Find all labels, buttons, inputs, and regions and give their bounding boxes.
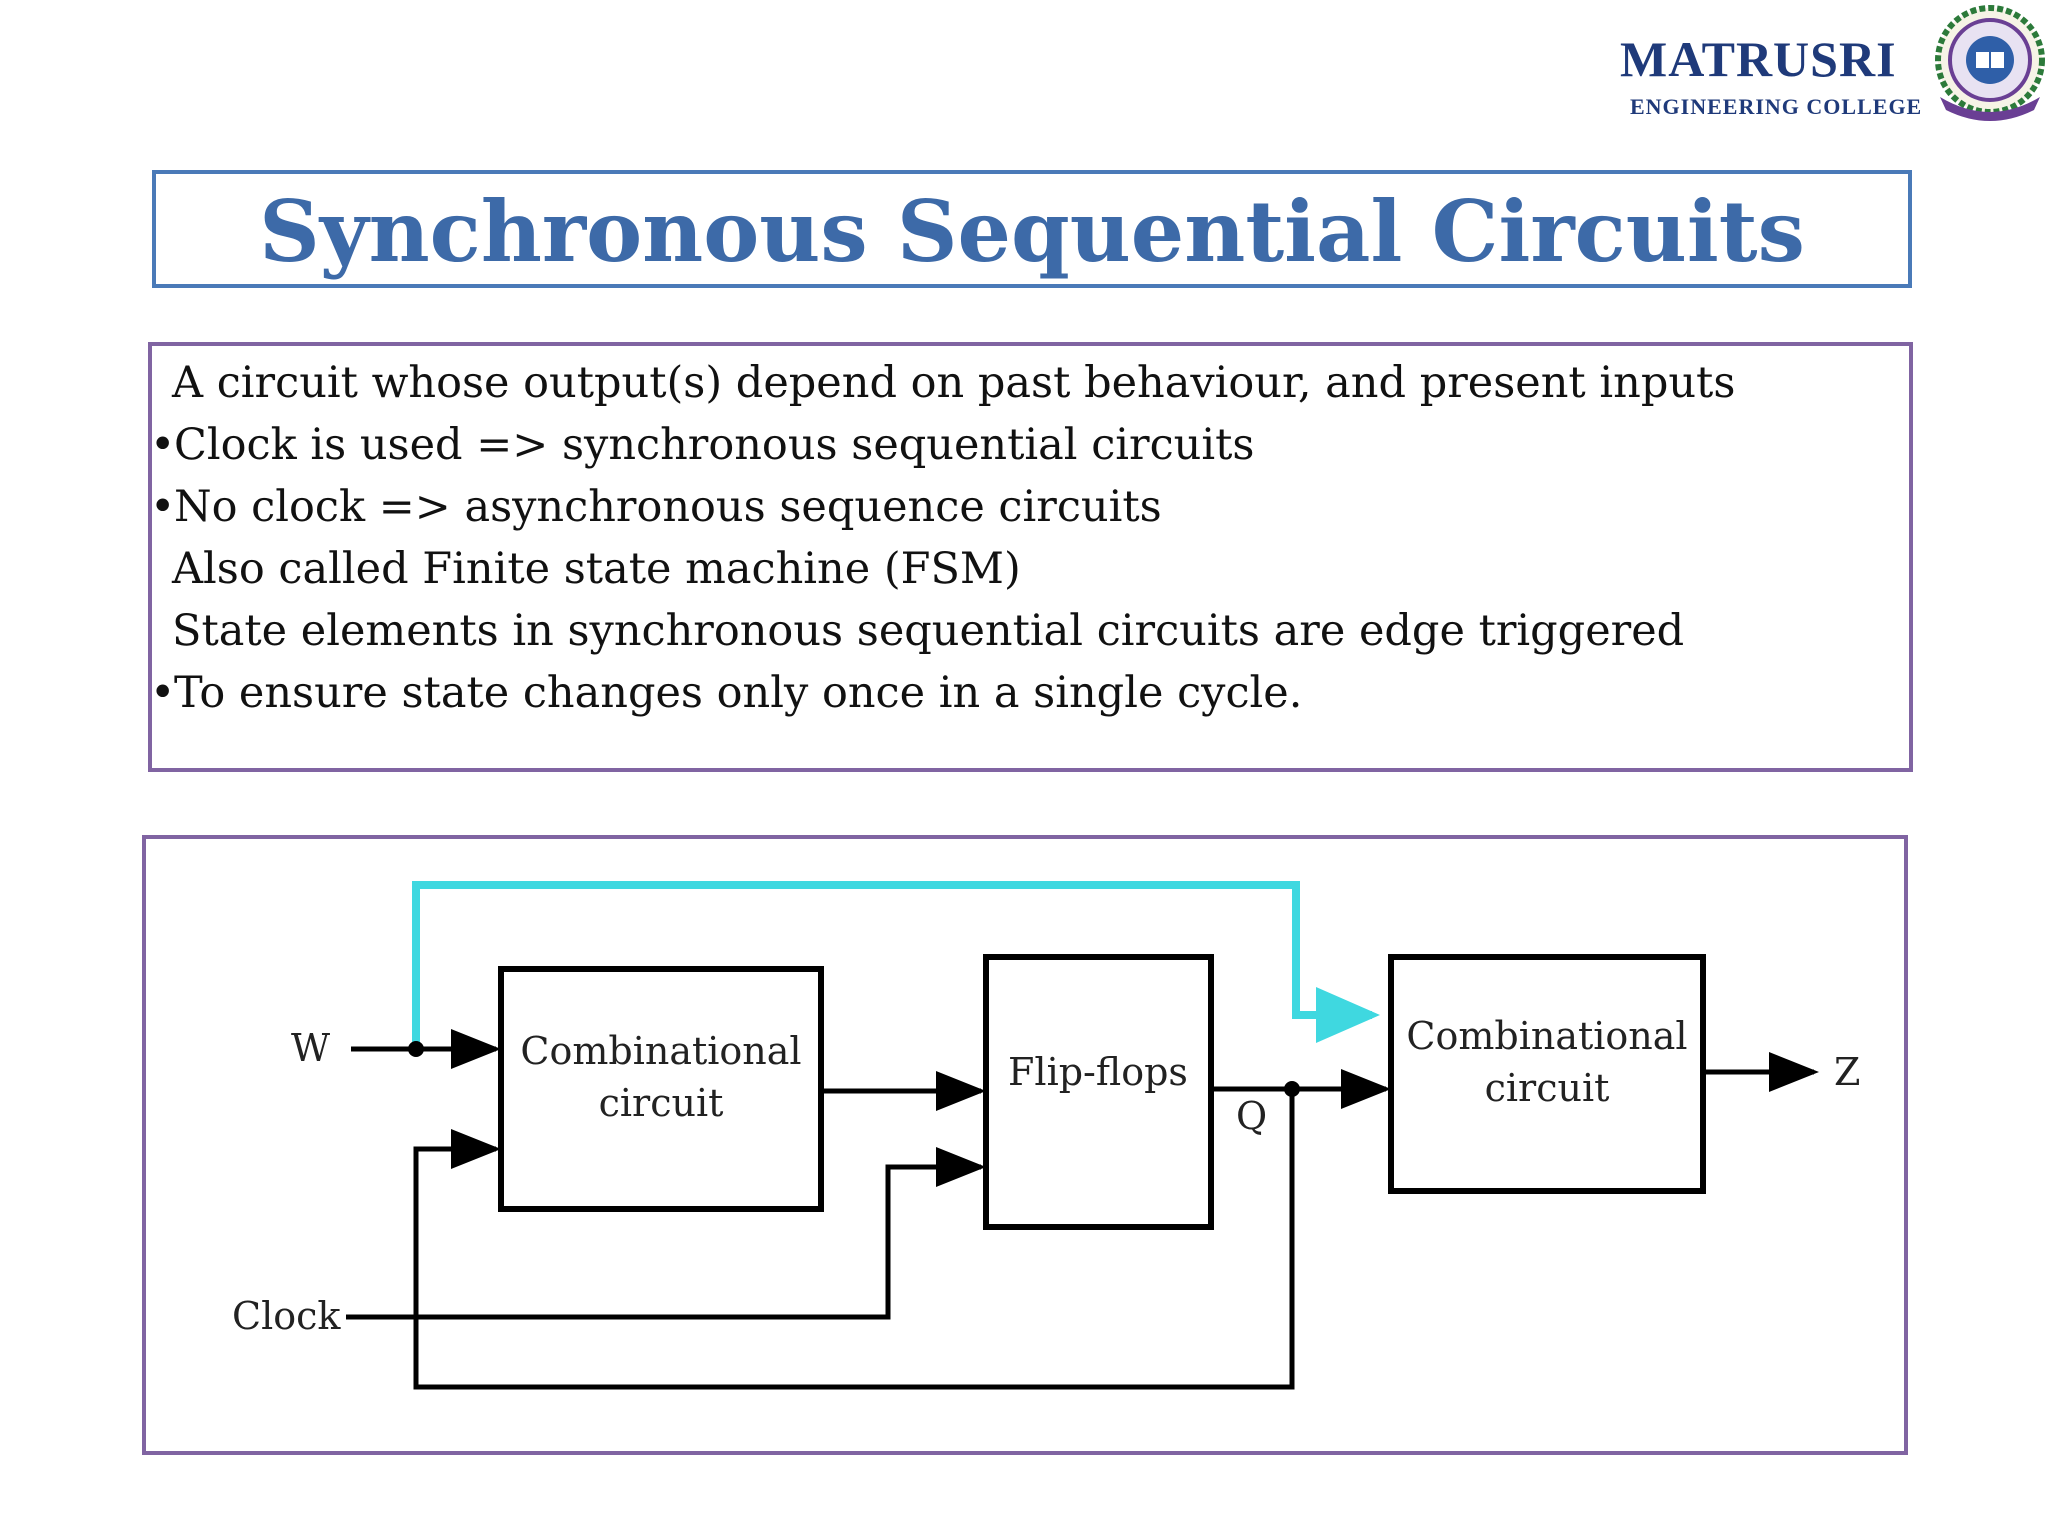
junction-dot <box>1284 1081 1300 1097</box>
block3-label-line2: circuit <box>1485 1066 1610 1110</box>
circuit-diagram-box: W Clock Q Z Combinational circuit Flip-f… <box>142 835 1908 1455</box>
college-seal-icon <box>1935 5 2045 121</box>
content-box <box>148 342 1913 772</box>
bullet-item: A circuit whose output(s) depend on past… <box>172 358 1736 408</box>
logo-name: MATRUSRI <box>1620 31 1897 87</box>
highlight-wire <box>412 881 1380 1049</box>
label-w: W <box>291 1026 330 1070</box>
bullet-marker: • <box>150 668 176 718</box>
college-logo: MATRUSRI ENGINEERING COLLEGE <box>1610 5 2048 145</box>
wire-q-feedback <box>413 1089 1295 1390</box>
block3-label-line1: Combinational <box>1406 1014 1687 1058</box>
wire-clock <box>346 1147 986 1320</box>
block1-label-line1: Combinational <box>520 1029 801 1073</box>
label-clock: Clock <box>232 1294 341 1338</box>
block1-label-line2: circuit <box>599 1081 724 1125</box>
block2-label: Flip-flops <box>1008 1050 1188 1094</box>
bullet-marker: • <box>150 482 176 532</box>
sub-bullet-item: •Clock is used => synchronous sequential… <box>148 414 1948 476</box>
bullet-list: A circuit whose output(s) depend on past… <box>148 352 1948 724</box>
label-z: Z <box>1834 1050 1860 1094</box>
label-q: Q <box>1236 1094 1267 1138</box>
sub-bullet-item: •To ensure state changes only once in a … <box>148 662 1948 724</box>
bullet-item: Also called Finite state machine (FSM) <box>172 544 1021 594</box>
bullet-marker: • <box>150 420 176 470</box>
junction-dot <box>408 1041 424 1057</box>
circuit-diagram: W Clock Q Z Combinational circuit Flip-f… <box>232 881 1860 1390</box>
title-box: Synchronous Sequential Circuits <box>152 170 1912 288</box>
flip-flops-block <box>983 954 1214 1230</box>
slide-title: Synchronous Sequential Circuits <box>259 182 1805 281</box>
sub-bullet-item: •No clock => asynchronous sequence circu… <box>148 476 1948 538</box>
logo-subtitle: ENGINEERING COLLEGE <box>1630 94 1923 119</box>
bullet-item: State elements in synchronous sequential… <box>172 606 1685 656</box>
combinational-block-1 <box>498 966 824 1212</box>
